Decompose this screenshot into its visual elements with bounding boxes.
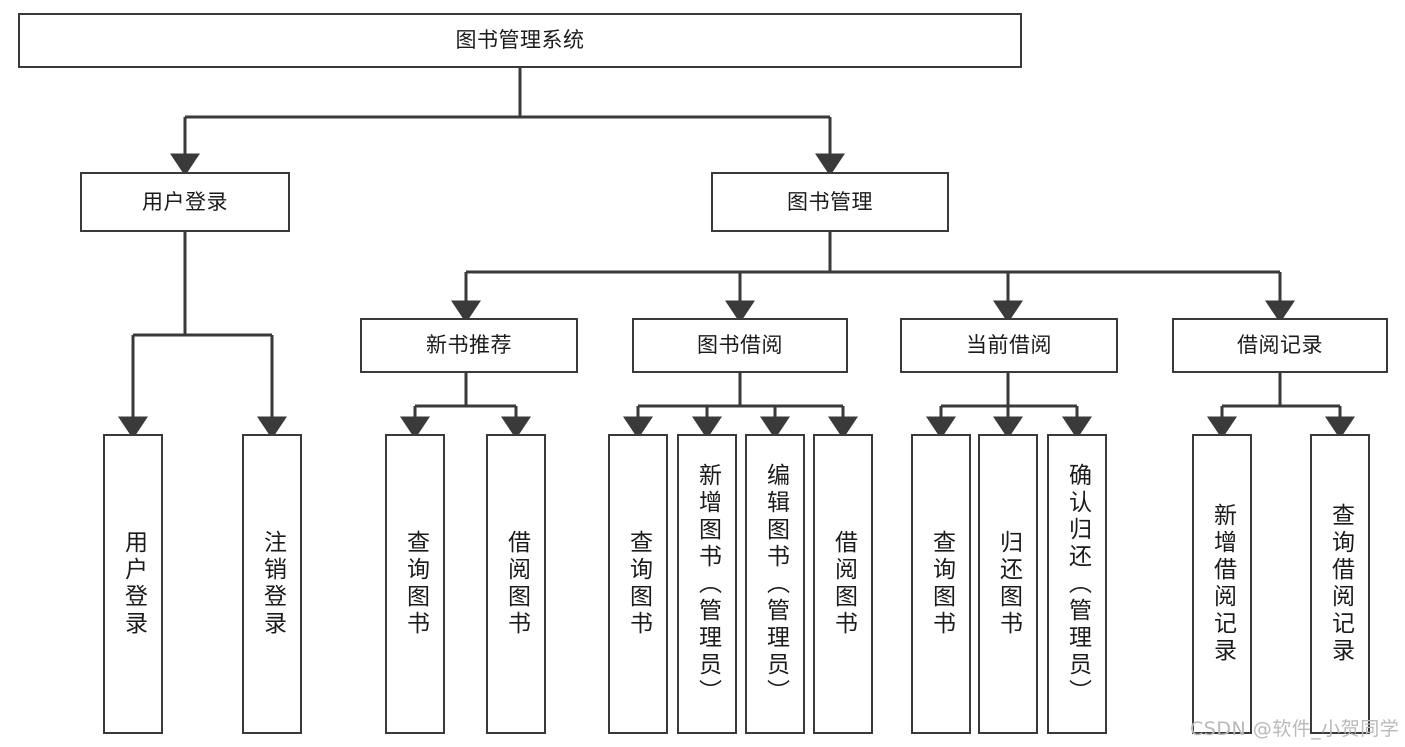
leaf-current-return-book[interactable]: 归还图书 <box>978 434 1038 734</box>
leaf-current-query-book[interactable]: 查询图书 <box>911 434 971 734</box>
node-root-label: 图书管理系统 <box>455 28 585 53</box>
node-book-borrow-label: 图书借阅 <box>697 333 783 358</box>
node-book-management[interactable]: 图书管理 <box>711 172 949 232</box>
leaf-user-login-label: 用户登录 <box>120 530 147 638</box>
leaf-user-logout-label: 注销登录 <box>259 530 286 638</box>
leaf-borrow-add-book[interactable]: 新增图书（管理员） <box>677 434 737 734</box>
node-new-book-recommend-label: 新书推荐 <box>426 333 512 358</box>
leaf-user-logout[interactable]: 注销登录 <box>242 434 302 734</box>
node-user-login[interactable]: 用户登录 <box>80 172 290 232</box>
node-book-management-label: 图书管理 <box>787 189 873 214</box>
node-current-borrow[interactable]: 当前借阅 <box>900 318 1118 373</box>
leaf-borrow-add-book-label: 新增图书（管理员） <box>694 462 721 706</box>
leaf-borrow-edit-book-label: 编辑图书（管理员） <box>762 462 789 706</box>
leaf-records-query-record-label: 查询借阅记录 <box>1327 503 1354 665</box>
leaf-current-confirm-return-label: 确认归还（管理员） <box>1064 462 1091 706</box>
leaf-newbook-borrow-book-label: 借阅图书 <box>503 530 530 638</box>
leaf-current-return-book-label: 归还图书 <box>995 530 1022 638</box>
leaf-current-confirm-return[interactable]: 确认归还（管理员） <box>1047 434 1107 734</box>
leaf-newbook-query-book-label: 查询图书 <box>402 530 429 638</box>
leaf-newbook-borrow-book[interactable]: 借阅图书 <box>486 434 546 734</box>
node-user-login-label: 用户登录 <box>142 189 228 214</box>
leaf-records-query-record[interactable]: 查询借阅记录 <box>1310 434 1370 734</box>
node-borrow-records[interactable]: 借阅记录 <box>1172 318 1388 373</box>
node-root[interactable]: 图书管理系统 <box>18 13 1022 68</box>
leaf-borrow-borrow-book[interactable]: 借阅图书 <box>813 434 873 734</box>
node-borrow-records-label: 借阅记录 <box>1237 333 1323 358</box>
leaf-borrow-edit-book[interactable]: 编辑图书（管理员） <box>745 434 805 734</box>
node-book-borrow[interactable]: 图书借阅 <box>632 318 848 373</box>
node-new-book-recommend[interactable]: 新书推荐 <box>360 318 578 373</box>
leaf-user-login[interactable]: 用户登录 <box>103 434 163 734</box>
leaf-records-add-record-label: 新增借阅记录 <box>1209 503 1236 665</box>
leaf-borrow-borrow-book-label: 借阅图书 <box>830 530 857 638</box>
node-current-borrow-label: 当前借阅 <box>966 333 1052 358</box>
leaf-borrow-query-book[interactable]: 查询图书 <box>608 434 668 734</box>
leaf-borrow-query-book-label: 查询图书 <box>625 530 652 638</box>
leaf-records-add-record[interactable]: 新增借阅记录 <box>1192 434 1252 734</box>
leaf-current-query-book-label: 查询图书 <box>928 530 955 638</box>
leaf-newbook-query-book[interactable]: 查询图书 <box>385 434 445 734</box>
